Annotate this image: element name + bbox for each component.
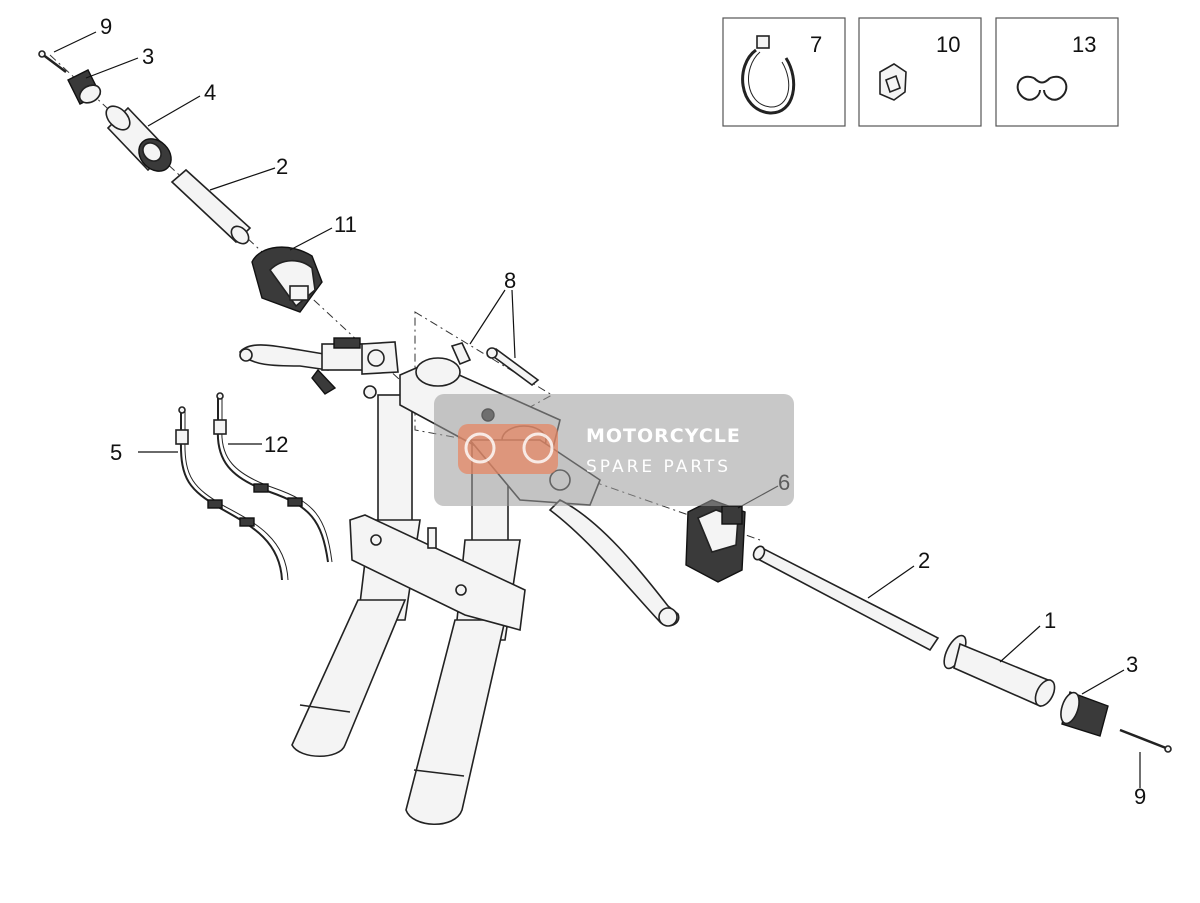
callout-2-right: 2	[918, 548, 930, 573]
left-handlebar-tube	[170, 168, 252, 245]
front-brake-lever-assembly	[238, 337, 399, 399]
left-switch-housing	[251, 246, 323, 313]
callout-9-right: 9	[1134, 784, 1146, 809]
right-switch-housing	[685, 499, 746, 583]
watermark: MOTORCYCLE SPARE PARTS	[434, 394, 794, 506]
cable-tie-icon	[741, 35, 796, 115]
callout-9-left: 9	[100, 14, 112, 39]
callout-3-right: 3	[1126, 652, 1138, 677]
lower-triple-clamp	[349, 514, 526, 632]
throttle-cable-12	[213, 392, 333, 563]
watermark-title: MOTORCYCLE	[586, 425, 741, 447]
callout-5: 5	[110, 440, 122, 465]
callout-7: 7	[810, 32, 822, 57]
cable-clip-icon	[879, 63, 907, 101]
callout-13: 13	[1072, 32, 1096, 57]
clutch-cable-5	[175, 406, 289, 581]
callout-12: 12	[264, 432, 288, 457]
inset-box-10: 10	[858, 17, 982, 127]
inset-box-7: 7	[722, 17, 846, 127]
callout-8: 8	[504, 268, 516, 293]
callout-2-left: 2	[276, 154, 288, 179]
left-bar-end-bolt	[38, 50, 67, 73]
left-bar-end-weight	[67, 69, 102, 105]
right-handlebar-tube	[752, 545, 940, 652]
inset-box-13: 13	[995, 17, 1119, 127]
watermark-subtitle: SPARE PARTS	[586, 457, 731, 477]
left-grip	[105, 105, 172, 172]
throttle-grip	[943, 634, 1056, 708]
callout-1: 1	[1044, 608, 1056, 633]
right-bar-end-weight	[1060, 691, 1109, 737]
watermark-logo-icon	[458, 424, 558, 474]
callout-11: 11	[334, 212, 357, 237]
circlip-icon	[1016, 75, 1068, 101]
callout-3-left: 3	[142, 44, 154, 69]
callout-10: 10	[936, 32, 960, 57]
right-bar-end-bolt	[1119, 728, 1172, 753]
clamp-bolts	[450, 342, 540, 387]
callout-4: 4	[204, 80, 216, 105]
